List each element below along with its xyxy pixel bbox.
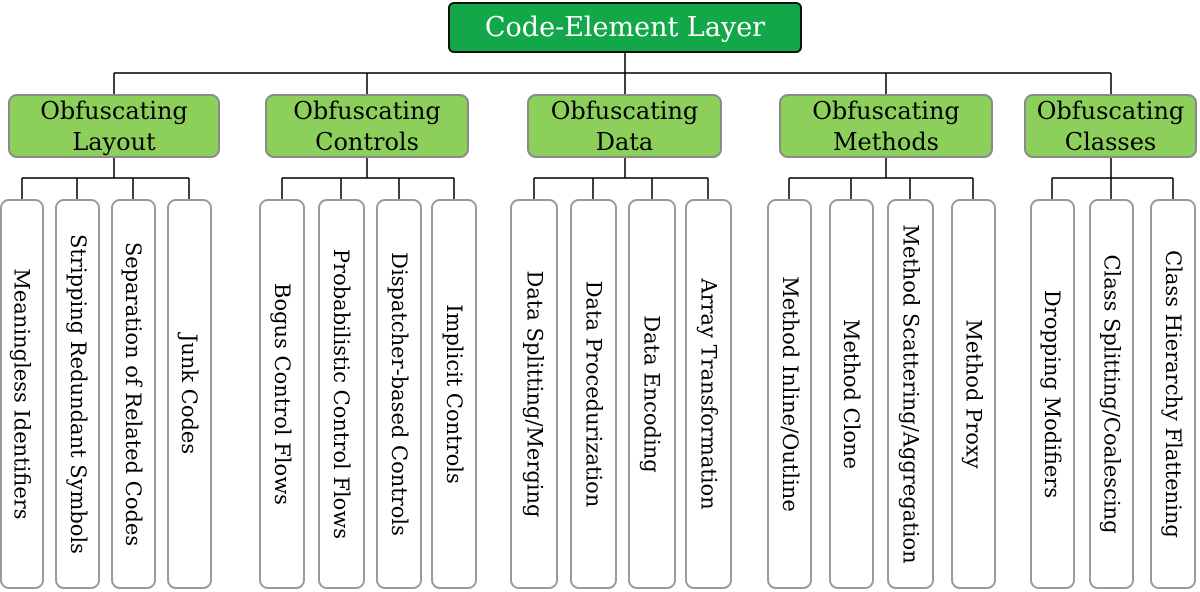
leaf-junk-codes: Junk Codes — [167, 199, 212, 589]
leaf-separation-of-related-codes: Separation of Related Codes — [111, 199, 156, 589]
leaf-label: Dropping Modifiers — [1040, 289, 1065, 499]
leaf-class-hierarchy-flattening: Class Hierarchy Flattening — [1150, 199, 1196, 589]
leaf-label: Method Inline/Outline — [777, 276, 802, 512]
category-label-line2: Classes — [1064, 128, 1157, 156]
leaf-label: Data Procedurization — [581, 280, 606, 508]
leaf-stripping-redundant-symbols: Stripping Redundant Symbols — [55, 199, 100, 589]
category-label-line2: Layout — [72, 128, 156, 156]
category-label-line1: Obfuscating — [40, 97, 188, 125]
leaf-label: Data Splitting/Merging — [522, 270, 546, 518]
leaf-method-proxy: Method Proxy — [951, 199, 996, 589]
leaf-dispatcher-based-controls: Dispatcher-based Controls — [376, 199, 422, 589]
category-label-line2: Methods — [832, 128, 939, 156]
leaf-class-splitting-coalescing: Class Splitting/Coalescing — [1089, 199, 1134, 589]
leaf-method-clone: Method Clone — [829, 199, 874, 589]
leaf-label: Implicit Controls — [442, 304, 466, 484]
category-label-line1: Obfuscating — [293, 97, 441, 125]
leaf-label: Bogus Control Flows — [270, 283, 294, 505]
leaf-label: Method Scattering/Aggregation — [898, 224, 923, 564]
category-label-line2: Data — [595, 128, 654, 156]
leaf-label: Stripping Redundant Symbols — [65, 234, 90, 554]
leaf-data-splitting-merging: Data Splitting/Merging — [510, 199, 558, 589]
leaf-probabilistic-control-flows: Probabilistic Control Flows — [318, 199, 365, 589]
leaf-label: Array Transformation — [696, 278, 721, 510]
leaf-array-transformation: Array Transformation — [685, 199, 732, 589]
leaf-implicit-controls: Implicit Controls — [431, 199, 477, 589]
leaf-label: Junk Codes — [177, 333, 202, 455]
category-label-line2: Controls — [315, 128, 419, 156]
root-node: Code-Element Layer — [448, 2, 802, 53]
leaf-dropping-modifiers: Dropping Modifiers — [1030, 199, 1075, 589]
leaf-bogus-control-flows: Bogus Control Flows — [259, 199, 305, 589]
leaf-method-inline-outline: Method Inline/Outline — [767, 199, 812, 589]
category-label-line1: Obfuscating — [1036, 97, 1185, 125]
leaf-label: Class Hierarchy Flattening — [1161, 250, 1185, 538]
leaf-label: Data Encoding — [640, 315, 665, 473]
leaf-meaningless-identifiers: Meaningless Identifiers — [0, 199, 44, 589]
leaf-label: Dispatcher-based Controls — [387, 252, 411, 536]
leaf-method-scattering-aggregation: Method Scattering/Aggregation — [887, 199, 934, 589]
root-label: Code-Element Layer — [484, 12, 766, 43]
category-label-line1: Obfuscating — [812, 97, 960, 125]
leaf-label: Meaningless Identifiers — [10, 268, 35, 520]
leaf-label: Probabilistic Control Flows — [329, 248, 354, 540]
leaf-label: Separation of Related Codes — [121, 241, 146, 547]
leaf-data-procedurization: Data Procedurization — [570, 199, 617, 589]
leaf-data-encoding: Data Encoding — [628, 199, 676, 589]
leaf-label: Class Splitting/Coalescing — [1099, 254, 1124, 534]
category-label-line1: Obfuscating — [550, 97, 699, 125]
leaf-label: Method Proxy — [961, 319, 986, 469]
leaf-label: Method Clone — [839, 318, 864, 470]
